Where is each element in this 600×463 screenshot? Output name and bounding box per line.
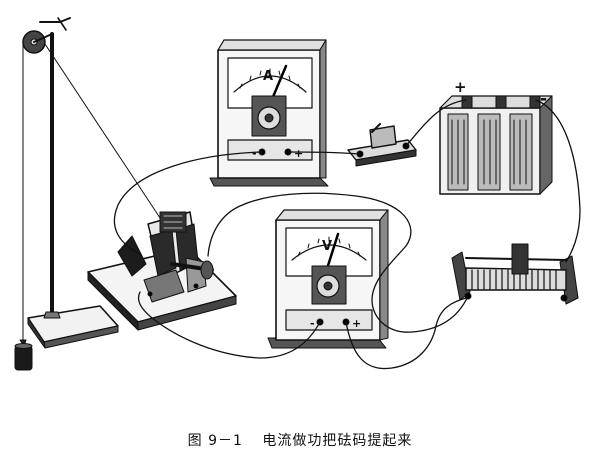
battery [439,95,553,195]
switch [347,123,417,167]
rheostat [451,243,579,305]
hanging-weight [14,339,33,371]
ammeter-terminal-plus: + [294,147,303,160]
battery-minus-label: - [540,89,547,109]
voltmeter-terminal-plus: + [352,317,361,330]
motor [117,211,214,303]
figure-number: 图 9－1 [187,433,243,449]
figure-caption: 图 9－1 电流做功把砝码提起来 [0,430,600,450]
voltmeter [267,209,389,349]
ammeter-terminal-minus: - [252,147,257,160]
ammeter [209,39,329,187]
battery-plus-label: + [454,78,467,96]
circuit-wires [113,99,581,370]
voltmeter-dial-letter: V [322,239,332,254]
pulley-stand [27,17,119,349]
weight-string [22,43,169,341]
ammeter-dial-letter: A [263,69,273,84]
pulley-wheel [22,30,53,54]
figure-title: 电流做功把砝码提起来 [262,433,413,449]
voltmeter-terminal-minus: - [310,317,315,330]
